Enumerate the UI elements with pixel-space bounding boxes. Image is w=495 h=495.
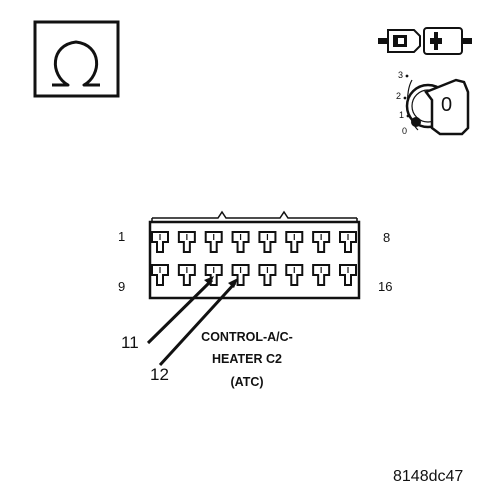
probe-arrowhead-pin-12	[228, 278, 238, 288]
pin-label-1: 1	[118, 229, 126, 244]
cavity-1	[151, 231, 169, 253]
key-position-3: 3	[398, 70, 404, 80]
connector-name-line-3: (ATC)	[230, 375, 264, 389]
cavity-5	[258, 231, 277, 253]
probe-label-12: 12	[150, 365, 169, 384]
key-position-1: 1	[399, 110, 405, 120]
connector-c2-face	[148, 210, 361, 300]
connector-name-line-2: HEATER C2	[212, 352, 282, 366]
cavity-7	[312, 231, 331, 253]
key-position-0: 0	[402, 126, 408, 136]
ignition-key-icon	[403, 74, 470, 136]
connector-cavities	[151, 231, 357, 286]
disconnect-connector-icon	[378, 27, 472, 55]
cavity-4	[231, 231, 250, 253]
cavity-8	[339, 231, 357, 253]
cavity-11	[204, 264, 223, 286]
connector-name-line-1: CONTROL-A/C-	[201, 330, 293, 344]
cavity-16	[339, 264, 357, 286]
cavity-9	[151, 264, 169, 286]
pin-label-16: 16	[378, 279, 393, 294]
pin-label-8: 8	[383, 230, 391, 245]
probe-line-pin-11	[146, 278, 214, 345]
cavity-13	[258, 264, 277, 286]
cavity-3	[204, 231, 223, 253]
cavity-2	[177, 231, 196, 253]
cavity-14	[285, 264, 304, 286]
probe-line-pin-12	[158, 281, 237, 367]
key-position-2: 2	[396, 91, 402, 101]
probe-arrowhead-pin-11	[204, 276, 214, 285]
probe-label-11: 11	[121, 333, 139, 352]
figure-id: 8148dc47	[393, 468, 464, 485]
probe-lines	[146, 276, 238, 367]
cavity-15	[312, 264, 331, 286]
ohmmeter-symbol-icon	[33, 20, 120, 98]
pin-label-9: 9	[118, 279, 126, 294]
cavity-12	[231, 264, 250, 286]
cavity-6	[285, 231, 304, 253]
key-current-position: 0	[441, 94, 453, 116]
cavity-10	[177, 264, 196, 286]
